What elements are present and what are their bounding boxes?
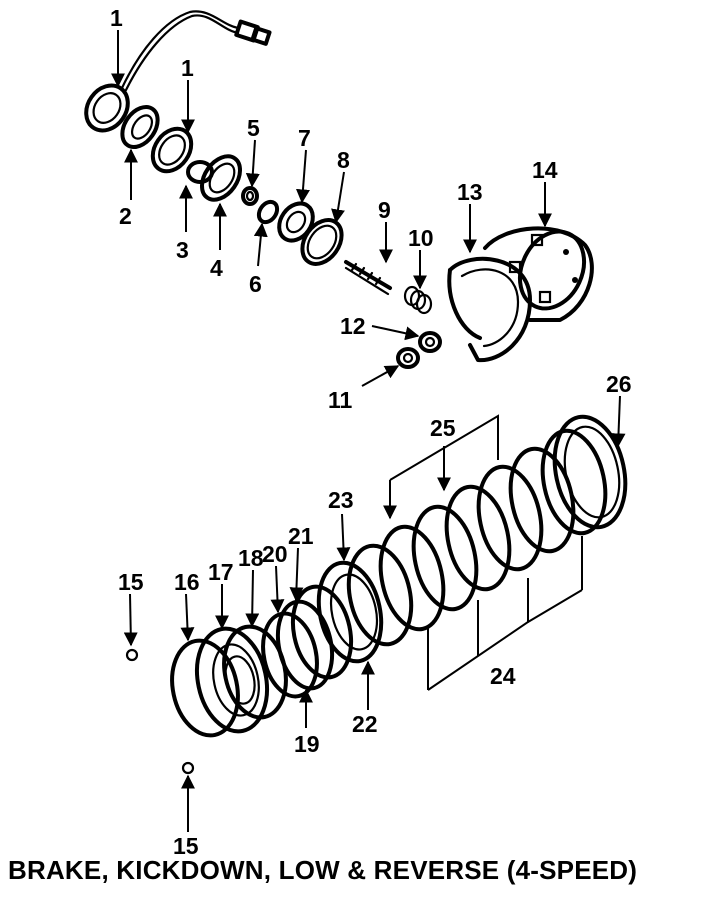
part-18-spring-retainer <box>222 624 288 720</box>
part-8-seal <box>300 218 344 266</box>
part-14-drum <box>483 226 594 322</box>
callout-19: 19 <box>294 731 320 757</box>
callout-3: 3 <box>176 237 189 263</box>
part-7-retainer <box>277 201 315 243</box>
callout-26: 26 <box>606 371 632 397</box>
callout-14: 14 <box>532 157 558 183</box>
callout-18: 18 <box>238 545 264 571</box>
callout-8: 8 <box>337 147 350 173</box>
callout-10: 10 <box>408 225 434 251</box>
leader-lines <box>111 30 626 832</box>
part-10-spring <box>403 285 433 315</box>
callout-12: 12 <box>340 313 366 339</box>
callout-6: 6 <box>249 271 262 297</box>
callout-7: 7 <box>298 125 311 151</box>
part-11-nut <box>396 347 420 369</box>
part-15-bolt-upper <box>125 648 139 662</box>
part-15-bolt-lower <box>181 761 195 775</box>
part-6-snap-ring <box>256 199 280 225</box>
callout-20: 20 <box>262 541 288 567</box>
callout-labels: 1 1 2 3 4 5 6 7 8 9 10 11 12 13 14 15 15… <box>110 5 632 859</box>
part-26-reaction-plate <box>552 414 628 530</box>
callout-22: 22 <box>352 711 378 737</box>
callout-17: 17 <box>208 559 234 585</box>
callout-4: 4 <box>210 255 223 281</box>
part-12-washer <box>418 331 442 353</box>
part-13-brake-band <box>447 256 532 363</box>
part-3-piston <box>186 160 214 184</box>
callout-1b: 1 <box>181 55 194 81</box>
part-4-piston-ring <box>199 154 243 202</box>
callout-23: 23 <box>328 487 354 513</box>
part-2-sensor <box>120 105 160 149</box>
callout-11: 11 <box>328 387 353 413</box>
part-22-pressure-plate <box>316 560 384 664</box>
callout-16: 16 <box>174 569 200 595</box>
callout-9: 9 <box>378 197 391 223</box>
diagram-caption: BRAKE, KICKDOWN, LOW & REVERSE (4-SPEED) <box>8 855 638 885</box>
callout-1a: 1 <box>110 5 123 31</box>
part-9-rod <box>344 260 392 296</box>
part-1-seal-ring-b <box>150 126 194 174</box>
sensor-wire <box>120 10 272 92</box>
callout-2: 2 <box>119 203 132 229</box>
callout-21: 21 <box>288 523 314 549</box>
callout-5: 5 <box>247 115 260 141</box>
part-23-plate <box>346 543 414 647</box>
callout-15a: 15 <box>118 569 144 595</box>
part-16-seal-ring <box>170 638 240 738</box>
callout-24: 24 <box>490 663 516 689</box>
callout-13: 13 <box>457 179 483 205</box>
part-21-plate <box>290 584 354 680</box>
callout-25: 25 <box>430 415 456 441</box>
part-5-washer <box>241 186 259 206</box>
part-1-seal-ring <box>84 83 130 133</box>
callout-15b: 15 <box>173 833 199 859</box>
clutch-discs <box>378 428 608 632</box>
